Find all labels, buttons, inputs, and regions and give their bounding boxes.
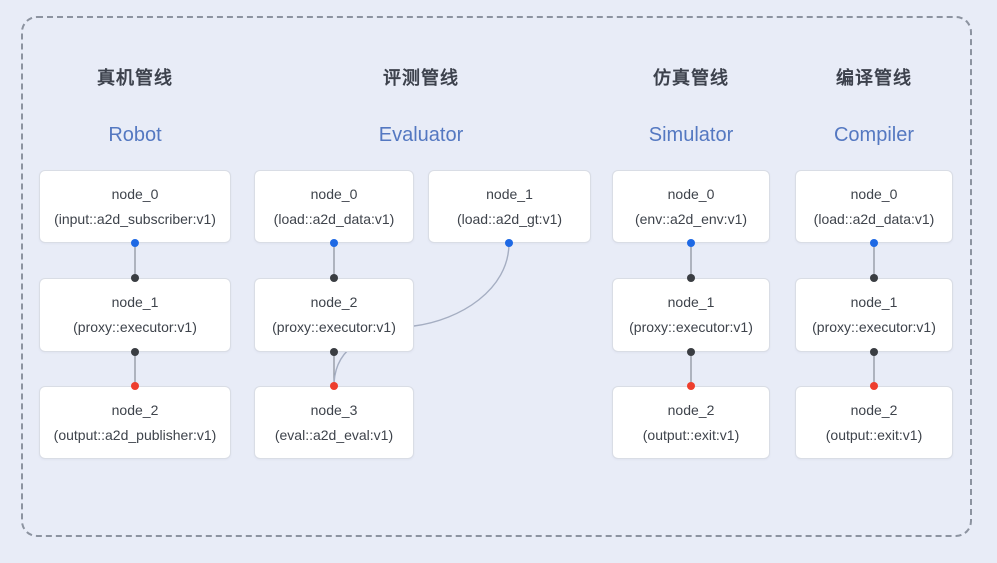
node-evaluator-node1: node_1 (load::a2d_gt:v1) bbox=[428, 170, 591, 243]
node-evaluator-node3: node_3 (eval::a2d_eval:v1) bbox=[254, 386, 414, 459]
node-robot-node0: node_0 (input::a2d_subscriber:v1) bbox=[39, 170, 231, 243]
header-en-evaluator: Evaluator bbox=[378, 124, 464, 146]
header-en-robot: Robot bbox=[108, 124, 162, 146]
node-simulator-node1: node_1 (proxy::executor:v1) bbox=[612, 278, 770, 352]
node-compiler-node1: node_1 (proxy::executor:v1) bbox=[795, 278, 953, 352]
node-evaluator-node2: node_2 (proxy::executor:v1) bbox=[254, 278, 414, 352]
header-zh-simulator: 仿真管线 bbox=[653, 68, 729, 88]
node-compiler-node2: node_2 (output::exit:v1) bbox=[795, 386, 953, 459]
header-zh-robot: 真机管线 bbox=[97, 68, 173, 88]
header-en-compiler: Compiler bbox=[833, 124, 915, 146]
node-robot-node1: node_1 (proxy::executor:v1) bbox=[39, 278, 231, 352]
node-evaluator-node0: node_0 (load::a2d_data:v1) bbox=[254, 170, 414, 243]
dashed-frame bbox=[21, 16, 972, 537]
header-zh-compiler: 编译管线 bbox=[836, 68, 912, 88]
node-simulator-node2: node_2 (output::exit:v1) bbox=[612, 386, 770, 459]
node-compiler-node0: node_0 (load::a2d_data:v1) bbox=[795, 170, 953, 243]
node-simulator-node0: node_0 (env::a2d_env:v1) bbox=[612, 170, 770, 243]
node-robot-node2: node_2 (output::a2d_publisher:v1) bbox=[39, 386, 231, 459]
header-zh-evaluator: 评测管线 bbox=[383, 68, 459, 88]
header-en-simulator: Simulator bbox=[648, 124, 734, 146]
